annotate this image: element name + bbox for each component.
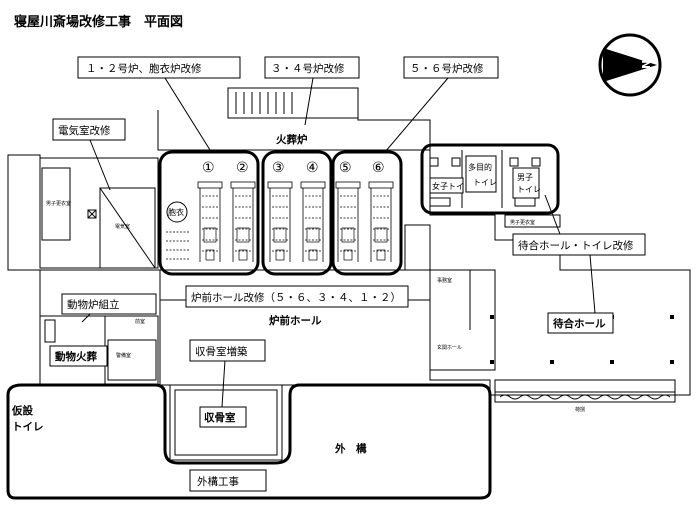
renovation-outlines bbox=[6, 143, 560, 500]
room-ossuary: 収骨室 bbox=[204, 411, 236, 424]
placenta-furnace-marker bbox=[166, 201, 188, 223]
label-entrance-hall: 玄関ホール bbox=[437, 344, 462, 351]
label-guard: 警備室 bbox=[116, 352, 131, 359]
building-outline bbox=[7, 87, 691, 461]
temp-toilet-label-2: トイレ bbox=[12, 421, 44, 433]
callout-ossuary-ext: 収骨室増築 bbox=[195, 345, 248, 358]
leader-lines bbox=[81, 77, 596, 408]
outline-exterior bbox=[6, 383, 492, 500]
womens-toilet-label: 女子トイレ bbox=[432, 181, 472, 191]
mp-toilet-label-2: トイレ bbox=[473, 178, 497, 187]
room-crematorium: 火葬炉 bbox=[276, 133, 308, 146]
furnace-unit bbox=[368, 181, 394, 262]
furnace-unit bbox=[300, 181, 326, 262]
callout-box-exterior-work bbox=[189, 469, 267, 492]
outline-furnace-56 bbox=[331, 150, 403, 276]
callout-box-furnace12 bbox=[77, 56, 241, 79]
ossuary-box bbox=[199, 406, 247, 428]
callout-box-electrical bbox=[52, 118, 126, 141]
furnace-number-3: ③ bbox=[272, 160, 285, 176]
mens-toilet-label-2: トイレ bbox=[517, 185, 541, 194]
room-furnace-hall: 炉前ホール bbox=[269, 314, 322, 327]
callout-furnace-hall: 炉前ホール改修（５・６、３・４、１・２） bbox=[191, 291, 401, 304]
furnace-number-5: ⑤ bbox=[339, 160, 352, 176]
label-office: 事務室 bbox=[437, 277, 452, 284]
outline-toilets bbox=[420, 143, 560, 215]
furnace-number-4: ④ bbox=[306, 160, 319, 176]
furnace-unit bbox=[267, 181, 293, 262]
outline-furnace-12 bbox=[158, 150, 260, 276]
mens-toilet-box bbox=[512, 167, 540, 199]
furnace-units bbox=[166, 181, 394, 262]
callouts: １・２号炉、胞衣炉改修 ３・４号炉改修 ５・６号炉改修 電気室改修 待合ホール・… bbox=[52, 56, 646, 492]
callout-box-furnace34 bbox=[264, 56, 360, 79]
furnace-unit bbox=[230, 181, 256, 262]
callout-box-ossuary-ext bbox=[189, 339, 266, 362]
placenta-furnace-label: 胞衣 bbox=[168, 207, 184, 217]
callout-furnace12: １・２号炉、胞衣炉改修 bbox=[86, 62, 202, 75]
callout-exterior-work: 外構工事 bbox=[197, 475, 239, 488]
animal-cremation-box bbox=[49, 345, 108, 367]
compass-north-label: N bbox=[640, 60, 653, 69]
furnace-number-2: ② bbox=[236, 160, 249, 176]
callout-box-waiting-toilet bbox=[512, 233, 646, 256]
label-loading: 荷捌 bbox=[575, 406, 585, 413]
temp-toilet-label-1: 仮設 bbox=[11, 404, 33, 417]
callout-furnace34: ３・４号炉改修 bbox=[271, 62, 345, 75]
furnace-number-6: ⑥ bbox=[372, 160, 385, 176]
callout-box-furnace-hall bbox=[185, 285, 409, 308]
label-animal-prep: 前室 bbox=[135, 318, 145, 325]
room-waiting-hall: 待合ホール bbox=[553, 317, 606, 330]
label-mens-locker: 男子更衣室 bbox=[46, 200, 71, 207]
outline-furnace-34 bbox=[261, 150, 333, 276]
compass-arrow-icon bbox=[603, 48, 657, 82]
callout-animal-furnace: 動物炉組立 bbox=[67, 298, 120, 311]
compass: N bbox=[598, 33, 662, 97]
placenta-furnace-unit bbox=[166, 231, 190, 260]
furnace-number-1: ① bbox=[202, 160, 215, 176]
furnace-unit bbox=[335, 181, 361, 262]
label-mens-locker-2: 男子更衣室 bbox=[510, 219, 535, 226]
room-exterior: 外 構 bbox=[334, 442, 367, 455]
callout-box-furnace56 bbox=[403, 56, 499, 79]
callout-box-animal-furnace bbox=[61, 293, 157, 315]
page-title: 寝屋川斎場改修工事 平面図 bbox=[14, 14, 183, 30]
furnace-unit bbox=[197, 181, 223, 262]
label-electrical-room: 電気室 bbox=[115, 223, 130, 230]
compass-ring bbox=[598, 33, 662, 97]
mp-toilet-label-1: 多目的 bbox=[468, 162, 492, 172]
mp-toilet-box bbox=[465, 155, 497, 193]
womens-toilet-box bbox=[429, 177, 464, 194]
callout-electrical: 電気室改修 bbox=[58, 124, 111, 137]
room-animal-cremation: 動物火葬 bbox=[55, 350, 97, 363]
callout-furnace56: ５・６号炉改修 bbox=[410, 62, 484, 75]
waiting-hall-box bbox=[547, 312, 614, 334]
callout-waiting-toilet: 待合ホール・トイレ改修 bbox=[518, 239, 634, 252]
mens-toilet-label-1: 男子 bbox=[517, 173, 533, 182]
